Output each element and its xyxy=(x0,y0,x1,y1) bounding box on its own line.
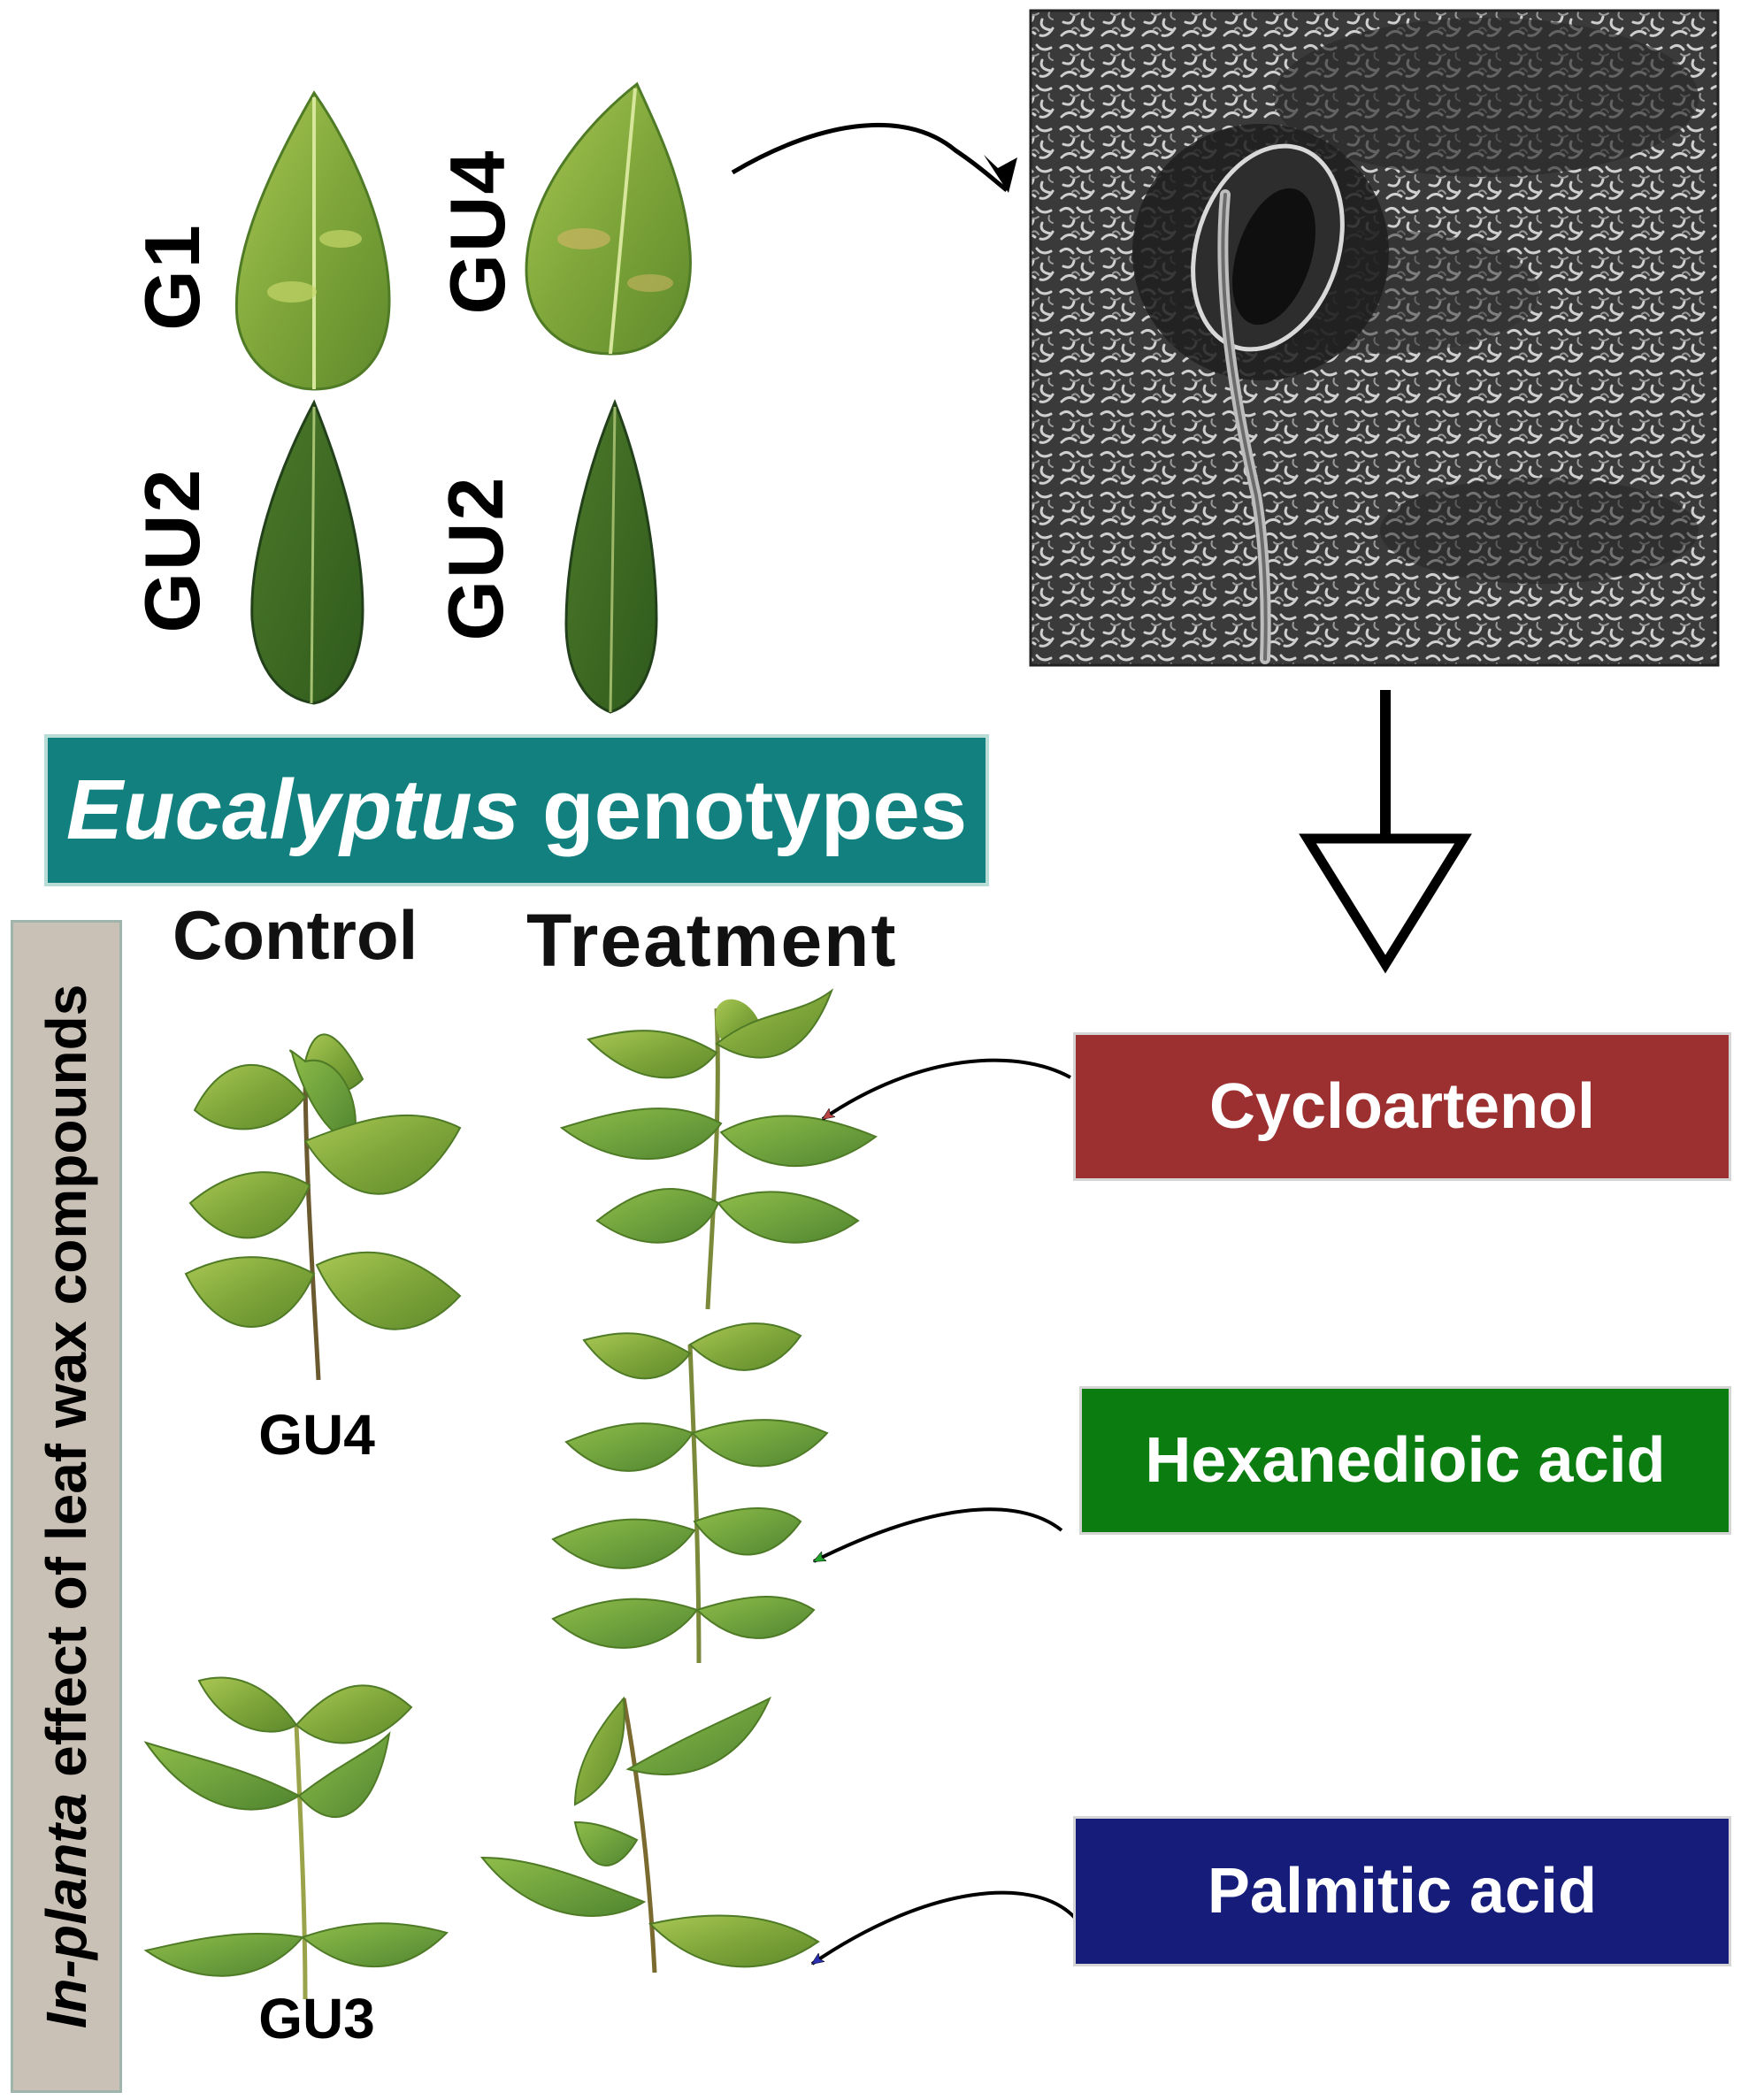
leaf-gu2-first xyxy=(250,399,364,705)
arrow-hexanedioic xyxy=(814,1507,1063,1563)
banner-title-italic: Eucalyptus xyxy=(65,763,520,857)
side-label-italic: In-planta xyxy=(35,1792,98,2029)
curved-arrow-to-micrograph xyxy=(731,122,1009,192)
curved-arrow-head xyxy=(984,155,1017,193)
plant-treatment-3 xyxy=(479,1696,820,1974)
plant-control-gu3 xyxy=(143,1676,449,2000)
side-label-text: In-planta effect of leaf wax compounds xyxy=(34,985,99,2029)
side-label-panel xyxy=(11,920,122,2093)
plant-treatment-2 xyxy=(551,1322,829,1664)
column-treatment: Treatment xyxy=(526,899,898,982)
label-gu2-second: GU2 xyxy=(432,475,519,641)
side-label-rest: effect of leaf wax compounds xyxy=(35,984,98,1777)
plant-treatment-1 xyxy=(559,988,878,1310)
compound-box-hexanedioic-acid: Hexanedioic acid xyxy=(1079,1386,1731,1535)
sample-label-gu3: GU3 xyxy=(258,1987,375,2050)
arrow-palmitic xyxy=(812,1890,1077,1966)
compound-box-cycloartenol: Cycloartenol xyxy=(1073,1032,1731,1181)
column-control: Control xyxy=(173,896,418,974)
label-gu2-first: GU2 xyxy=(128,467,216,633)
sem-micrograph xyxy=(1029,9,1720,667)
compound-box-palmitic-acid: Palmitic acid xyxy=(1073,1816,1731,1966)
leaf-gu2-second xyxy=(564,399,658,714)
down-arrow xyxy=(1299,690,1472,974)
leaf-g1 xyxy=(234,90,391,391)
label-g1: G1 xyxy=(128,223,216,331)
banner-title-rest: genotypes xyxy=(542,763,968,857)
plant-control-gu4 xyxy=(184,1033,462,1381)
arrow-cycloartenol xyxy=(823,1058,1071,1121)
genotypes-banner: Eucalyptus genotypes xyxy=(44,734,989,886)
label-gu4: GU4 xyxy=(433,149,521,315)
sample-label-gu4: GU4 xyxy=(258,1403,375,1467)
leaf-gu4-single xyxy=(525,81,692,356)
